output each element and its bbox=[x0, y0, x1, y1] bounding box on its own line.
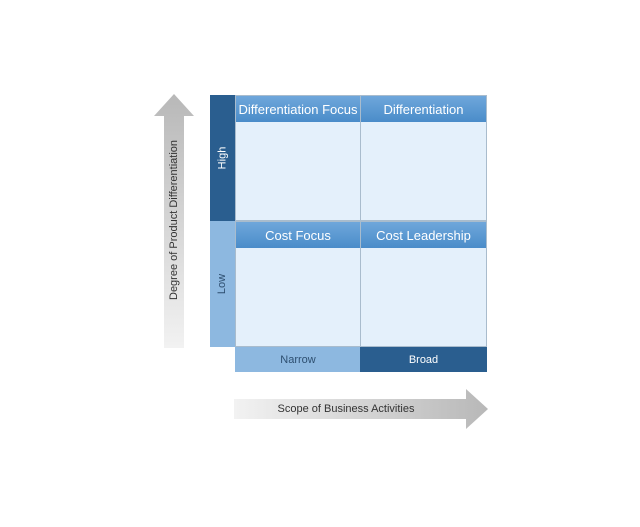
quadrant-differentiation: Differentiation bbox=[360, 95, 487, 221]
quadrant-title: Differentiation Focus bbox=[236, 96, 360, 122]
column-label-narrow: Narrow bbox=[235, 347, 361, 372]
quadrant-title: Cost Focus bbox=[236, 222, 360, 248]
column-label-broad: Broad bbox=[360, 347, 487, 372]
x-axis-label: Scope of Business Activities bbox=[277, 403, 415, 415]
x-axis-arrow bbox=[234, 389, 488, 429]
row-label-high: High bbox=[210, 95, 235, 221]
row-label-high-text: High bbox=[216, 146, 229, 170]
quadrant-cost-leadership: Cost Leadership bbox=[360, 221, 487, 347]
y-axis-arrow bbox=[154, 94, 194, 348]
row-label-low: Low bbox=[210, 221, 235, 347]
row-label-low-text: Low bbox=[216, 273, 229, 295]
quadrant-cost-focus: Cost Focus bbox=[235, 221, 361, 347]
quadrant-differentiation-focus: Differentiation Focus bbox=[235, 95, 361, 221]
quadrant-title: Cost Leadership bbox=[361, 222, 486, 248]
y-axis-label: Degree of Product Differentiation bbox=[168, 140, 180, 300]
quadrant-title: Differentiation bbox=[361, 96, 486, 122]
